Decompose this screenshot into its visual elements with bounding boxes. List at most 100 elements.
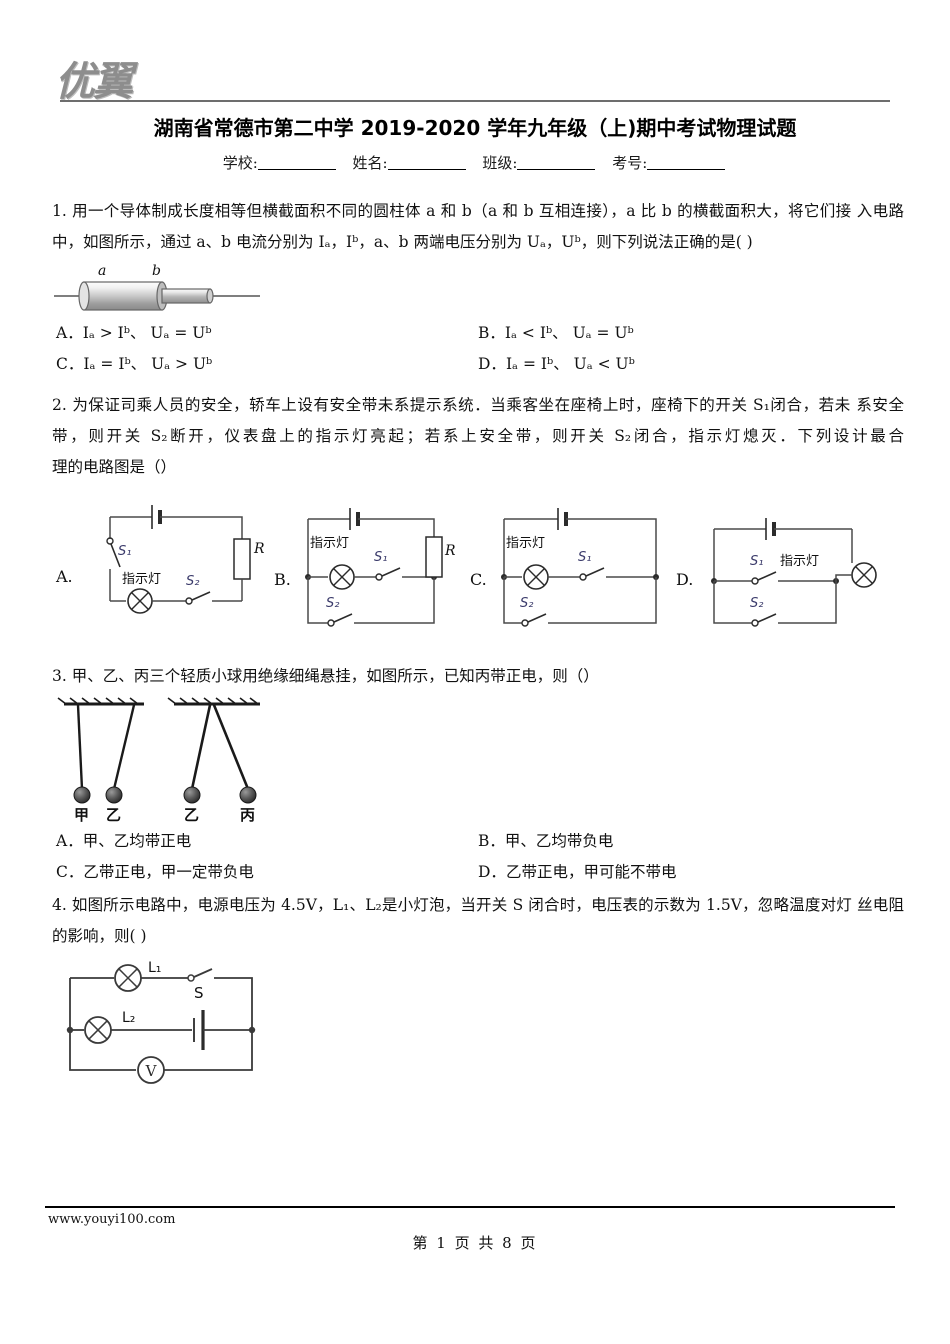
circuit-b-switch1-label: S₁ bbox=[374, 550, 387, 565]
exam-no-label: 考号: bbox=[612, 154, 648, 172]
option-3a[interactable]: A．甲、乙均带正电 bbox=[52, 826, 478, 857]
option-1b[interactable]: B．Iₐ < Iᵇ、 Uₐ = Uᵇ bbox=[478, 318, 904, 349]
question-list: 1. 用一个导体制成长度相等但横截面积不同的圆柱体 a 和 b（a 和 b 互相… bbox=[52, 196, 904, 1085]
school-blank[interactable] bbox=[257, 154, 336, 170]
circuit-option-b[interactable]: B. 指示灯 bbox=[274, 508, 456, 627]
circuit-b-resistor-label: R bbox=[444, 543, 456, 559]
question-2-line1: 为保证司乘人员的安全，轿车上设有安全带未系提示系统．当乘客坐在座椅上时，座椅下的… bbox=[72, 396, 851, 414]
circuit-b-switch2-label: S₂ bbox=[326, 596, 339, 611]
question-4-number: 4. bbox=[52, 896, 67, 914]
circuit-a-letter: A. bbox=[55, 567, 73, 586]
option-3a-letter: A． bbox=[56, 832, 83, 850]
option-3d-text: 乙带正电，甲可能不带电 bbox=[505, 863, 677, 881]
option-3b[interactable]: B．甲、乙均带负电 bbox=[478, 826, 904, 857]
question-2-number: 2. bbox=[52, 396, 67, 414]
question-3-options-row-2: C．乙带正电，甲一定带负电 D．乙带正电，甲可能不带电 bbox=[52, 857, 904, 888]
option-1c-letter: C． bbox=[56, 355, 84, 373]
option-3b-text: 甲、乙均带负电 bbox=[504, 832, 614, 850]
lamp-voltmeter-circuit: L₁ S L₂ bbox=[66, 960, 256, 1084]
circuit-option-a[interactable]: A. S₁ bbox=[55, 505, 265, 614]
option-1b-letter: B． bbox=[478, 324, 505, 342]
option-1a-text: Iₐ > Iᵇ、 Uₐ = Uᵇ bbox=[82, 324, 212, 342]
question-2-circuits: A. S₁ bbox=[52, 497, 904, 657]
question-4-text: 4. 如图所示电路中，电源电压为 4.5V，L₁、L₂是小灯泡，当开关 S 闭合… bbox=[52, 890, 904, 952]
question-1-line1: 用一个导体制成长度相等但横截面积不同的圆柱体 a 和 b（a 和 b 互相连接）… bbox=[72, 202, 852, 220]
circuit-a-switch2-label: S₂ bbox=[186, 574, 199, 589]
option-1b-text: Iₐ < Iᵇ、 Uₐ = Uᵇ bbox=[504, 324, 634, 342]
option-3b-letter: B． bbox=[478, 832, 505, 850]
footer-divider bbox=[45, 1206, 895, 1208]
name-label: 姓名: bbox=[352, 154, 388, 172]
brand-logo-text: 优翼 bbox=[55, 59, 133, 105]
circuit-b-lamp-label: 指示灯 bbox=[310, 536, 349, 551]
option-1d-text: Iₐ = Iᵇ、 Uₐ < Uᵇ bbox=[505, 355, 635, 373]
footer-url[interactable]: www.youyi100.com bbox=[48, 1212, 176, 1227]
question-4-line2: 丝电阻的影响，则( ) bbox=[52, 896, 904, 945]
question-3-text: 3. 甲、乙、丙三个轻质小球用绝缘细绳悬挂，如图所示，已知丙带正电，则（） bbox=[52, 661, 904, 692]
pendulum-label-yi-2: 乙 bbox=[184, 806, 199, 824]
circuit-d-lamp-label: 指示灯 bbox=[780, 554, 819, 569]
circuit-c-letter: C. bbox=[470, 570, 487, 589]
option-3c-text: 乙带正电，甲一定带负电 bbox=[83, 863, 254, 881]
option-3c-letter: C． bbox=[56, 863, 84, 881]
option-1d-letter: D． bbox=[478, 355, 506, 373]
circuit-option-c[interactable]: C. 指示灯 bbox=[470, 508, 659, 627]
header-divider bbox=[60, 100, 890, 102]
option-3c[interactable]: C．乙带正电，甲一定带负电 bbox=[52, 857, 478, 888]
cylinder-ab-diagram: a b bbox=[54, 263, 260, 311]
circuit-d-switch1-label: S₁ bbox=[750, 554, 763, 569]
class-label: 班级: bbox=[482, 154, 518, 172]
question-2-line2: 系安全带，则开关 S₂断开，仪表盘上的指示灯亮起；若系上安全带，则开关 S₂闭合… bbox=[52, 396, 904, 445]
question-1-number: 1. bbox=[52, 202, 67, 220]
voltmeter-label: V bbox=[145, 1062, 158, 1080]
question-1-text: 1. 用一个导体制成长度相等但横截面积不同的圆柱体 a 和 b（a 和 b 互相… bbox=[52, 196, 904, 258]
circuit-c-lamp-label: 指示灯 bbox=[506, 536, 545, 551]
question-1-line2: 入电路中，如图所示，通过 a、b 电流分别为 Iₐ，Iᵇ，a、b 两端电压分别为… bbox=[52, 202, 904, 251]
option-1c[interactable]: C．Iₐ = Iᵇ、 Uₐ > Uᵇ bbox=[52, 349, 478, 380]
circuit-a-resistor-label: R bbox=[253, 541, 265, 557]
option-3d[interactable]: D．乙带正电，甲可能不带电 bbox=[478, 857, 904, 888]
circuit-d-letter: D. bbox=[676, 570, 693, 589]
name-blank[interactable] bbox=[387, 154, 466, 170]
pendulum-label-jia: 甲 bbox=[74, 806, 89, 824]
option-1d[interactable]: D．Iₐ = Iᵇ、 Uₐ < Uᵇ bbox=[478, 349, 904, 380]
brand-logo: 优翼 bbox=[55, 59, 133, 105]
school-label: 学校: bbox=[222, 154, 258, 172]
switch-s-label: S bbox=[194, 984, 204, 1002]
pendulum-label-bing: 丙 bbox=[240, 806, 255, 824]
option-1c-text: Iₐ = Iᵇ、 Uₐ > Uᵇ bbox=[83, 355, 213, 373]
footer-page-number: 第 1 页 共 8 页 bbox=[412, 1234, 538, 1252]
exam-no-blank[interactable] bbox=[647, 154, 726, 170]
student-info-line: 学校: 姓名: 班级: 考号: bbox=[0, 152, 950, 173]
question-1-options-row-1: A．Iₐ > Iᵇ、 Uₐ = Uᵇ B．Iₐ < Iᵇ、 Uₐ = Uᵇ bbox=[52, 318, 904, 349]
question-1-figure: a b bbox=[52, 262, 904, 318]
page-title: 湖南省常德市第二中学 2019-2020 学年九年级（上)期中考试物理试题 bbox=[153, 116, 797, 140]
lamp-l1-label: L₁ bbox=[148, 960, 161, 976]
lamp-l2-label: L₂ bbox=[122, 1010, 135, 1026]
circuit-c-switch1-label: S₁ bbox=[578, 550, 591, 565]
circuit-a-switch1-label: S₁ bbox=[118, 544, 131, 559]
option-1a[interactable]: A．Iₐ > Iᵇ、 Uₐ = Uᵇ bbox=[52, 318, 478, 349]
question-2: 2. 为保证司乘人员的安全，轿车上设有安全带未系提示系统．当乘客坐在座椅上时，座… bbox=[52, 390, 904, 657]
question-1: 1. 用一个导体制成长度相等但横截面积不同的圆柱体 a 和 b（a 和 b 互相… bbox=[52, 196, 904, 380]
question-1-options-row-2: C．Iₐ = Iᵇ、 Uₐ > Uᵇ D．Iₐ = Iᵇ、 Uₐ < Uᵇ bbox=[52, 349, 904, 380]
circuit-option-d[interactable]: D. bbox=[676, 518, 877, 627]
question-2-line3: 理的电路图是（） bbox=[52, 458, 177, 476]
question-4-figure: L₁ S L₂ bbox=[52, 960, 904, 1085]
question-4: 4. 如图所示电路中，电源电压为 4.5V，L₁、L₂是小灯泡，当开关 S 闭合… bbox=[52, 890, 904, 1085]
question-3-options-row-1: A．甲、乙均带正电 B．甲、乙均带负电 bbox=[52, 826, 904, 857]
question-4-line1: 如图所示电路中，电源电压为 4.5V，L₁、L₂是小灯泡，当开关 S 闭合时，电… bbox=[71, 896, 852, 914]
circuit-a-lamp-label: 指示灯 bbox=[122, 572, 161, 587]
question-3-figure: 甲 乙 bbox=[52, 696, 904, 826]
circuit-b-letter: B. bbox=[274, 570, 291, 589]
class-blank[interactable] bbox=[517, 154, 596, 170]
cylinder-a-label: a bbox=[98, 263, 106, 279]
circuit-d-switch2-label: S₂ bbox=[750, 596, 763, 611]
circuit-c-switch2-label: S₂ bbox=[520, 596, 533, 611]
question-3-line1: 甲、乙、丙三个轻质小球用绝缘细绳悬挂，如图所示，已知丙带正电，则（） bbox=[71, 667, 599, 685]
pendulum-label-yi-1: 乙 bbox=[106, 806, 121, 824]
option-3d-letter: D． bbox=[478, 863, 506, 881]
pendulum-balls-diagram: 甲 乙 bbox=[57, 697, 260, 824]
circuit-options-diagram: A. S₁ bbox=[55, 505, 877, 627]
